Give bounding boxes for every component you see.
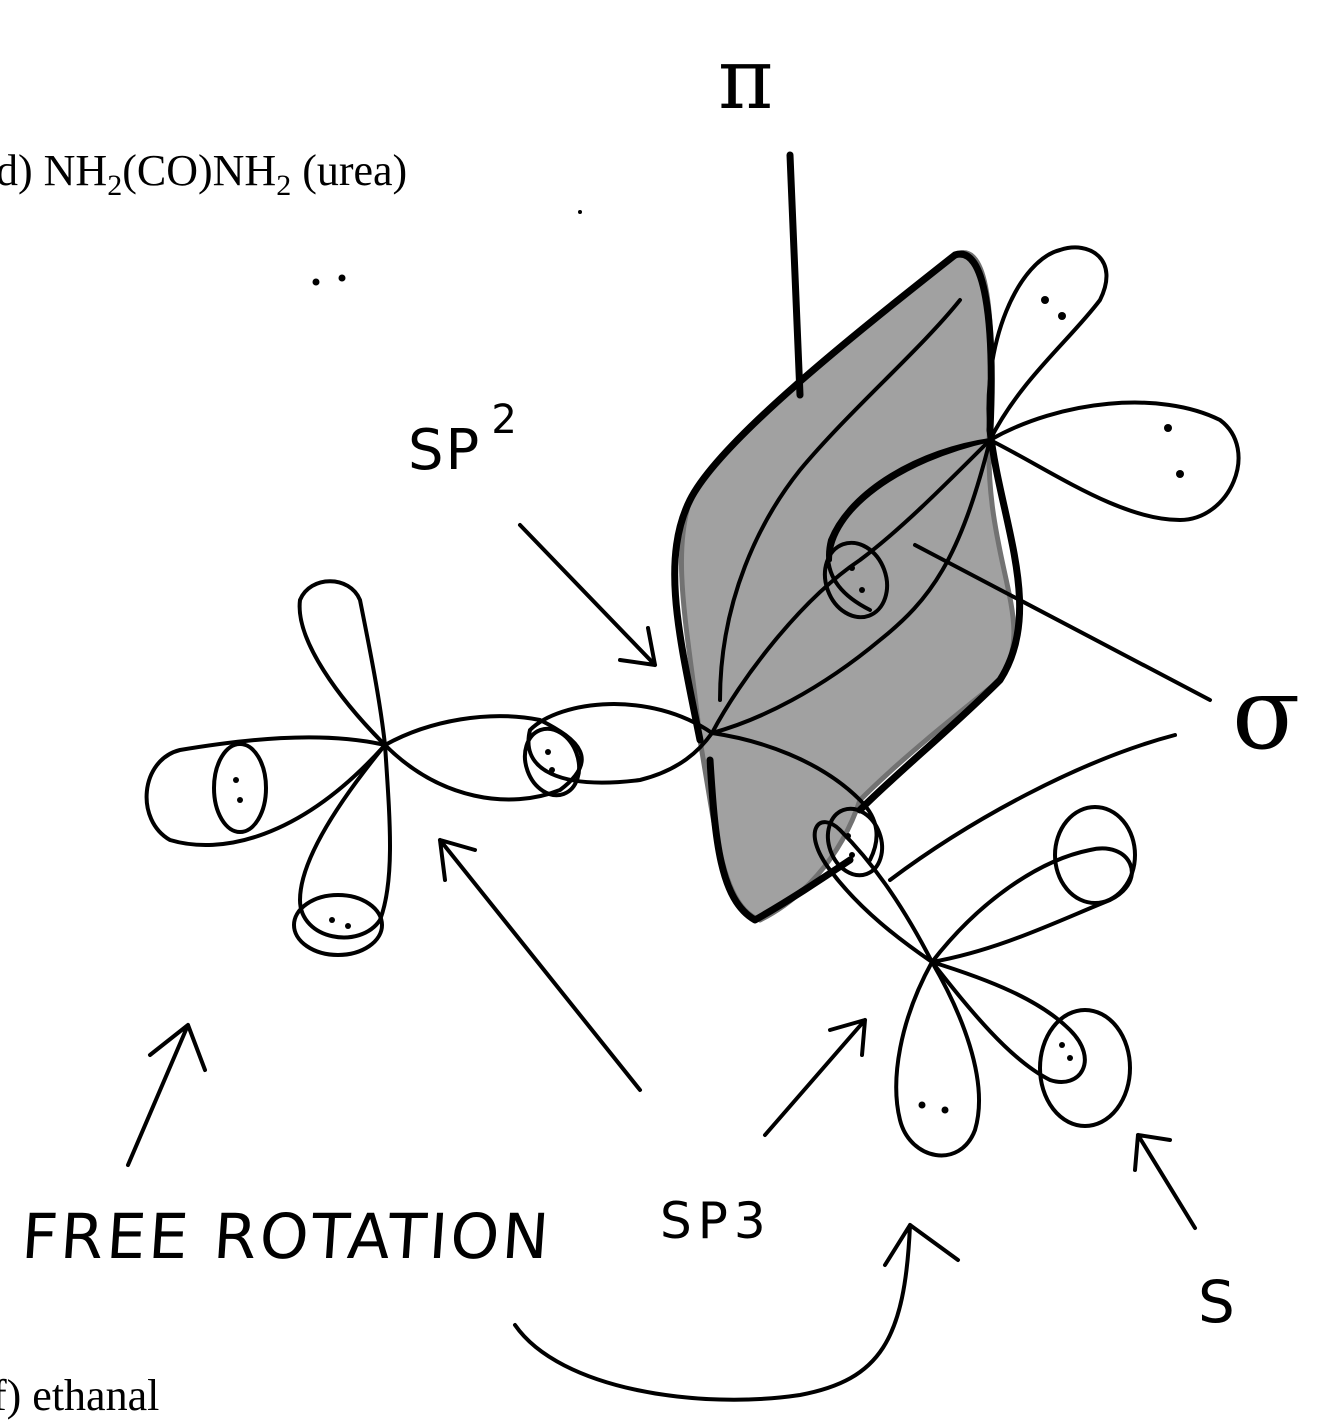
pi-leader-line xyxy=(786,151,804,399)
left-n-lone-pair-lobe xyxy=(297,579,387,747)
question-suffix: (urea) xyxy=(291,146,408,195)
left-n-c-overlap xyxy=(522,726,582,798)
rotation-curve-arrow xyxy=(513,1223,960,1402)
c-sigma-lobe-lower xyxy=(710,731,879,862)
next-question-text: f) ethanal xyxy=(0,1371,160,1420)
sigma-leader-line xyxy=(913,543,1212,702)
c-sigma-lobe-upper xyxy=(710,438,992,735)
c-sigma-lobe-left xyxy=(526,702,714,785)
pi-bond-inner-edge xyxy=(718,298,962,702)
c-o-sigma-overlap xyxy=(710,438,992,735)
pi-bond-outline-right xyxy=(856,426,1024,814)
left-n-h-overlap-1 xyxy=(212,742,268,834)
right-n-lone-pair-lobe xyxy=(894,960,981,1158)
question-prefix: d) NH xyxy=(0,146,108,195)
s-arrow xyxy=(1133,1133,1197,1230)
c-o-overlap-ellipse xyxy=(822,540,890,620)
o-lone-pair-lobe-upper xyxy=(986,245,1109,442)
question-middle: (CO)NH xyxy=(122,146,277,195)
right-n-lobe-c xyxy=(812,820,934,964)
right-n-h-overlap-2 xyxy=(1038,1008,1132,1128)
pi-bond-outline-bottom xyxy=(706,756,854,924)
left-n-lobe-right xyxy=(383,714,584,802)
sp3-arrow-left xyxy=(438,838,642,1092)
right-n-c-overlap xyxy=(825,806,885,878)
left-n-h-overlap-2 xyxy=(292,893,384,957)
right-n-h-overlap-1 xyxy=(1053,805,1137,905)
sp3-arrow-right xyxy=(763,1018,867,1137)
right-n-lobe-upper-right xyxy=(930,846,1134,964)
free-rotation-arrow xyxy=(126,1023,207,1167)
free-rotation-label: FREE ROTATION xyxy=(19,1200,555,1273)
sp2-label-exponent: 2 xyxy=(491,397,519,443)
question-subscript-1: 2 xyxy=(107,169,123,202)
left-n-lobe-left xyxy=(144,735,387,847)
question-text: d) NH2(CO)NH2 (urea) xyxy=(0,145,407,203)
question-subscript-2: 2 xyxy=(276,169,292,202)
left-n-lobe-lower xyxy=(298,743,392,940)
sp2-arrow xyxy=(518,523,657,667)
o-sigma-lobe xyxy=(828,438,992,562)
sigma-bond-label: σ xyxy=(1232,655,1301,772)
sigma-leader-line-2 xyxy=(888,733,1177,882)
s-orbital-label: S xyxy=(1198,1268,1235,1336)
right-n-lobe-lower-right xyxy=(930,960,1087,1084)
pi-bond-label: π xyxy=(718,30,774,128)
sp2-label-base: SP xyxy=(408,418,482,483)
sp3-label: SP3 xyxy=(660,1192,772,1250)
pi-bond-lobe xyxy=(678,250,1017,923)
o-lone-pair-lobe-right xyxy=(988,400,1241,522)
pi-bond-outline-top xyxy=(671,250,995,744)
